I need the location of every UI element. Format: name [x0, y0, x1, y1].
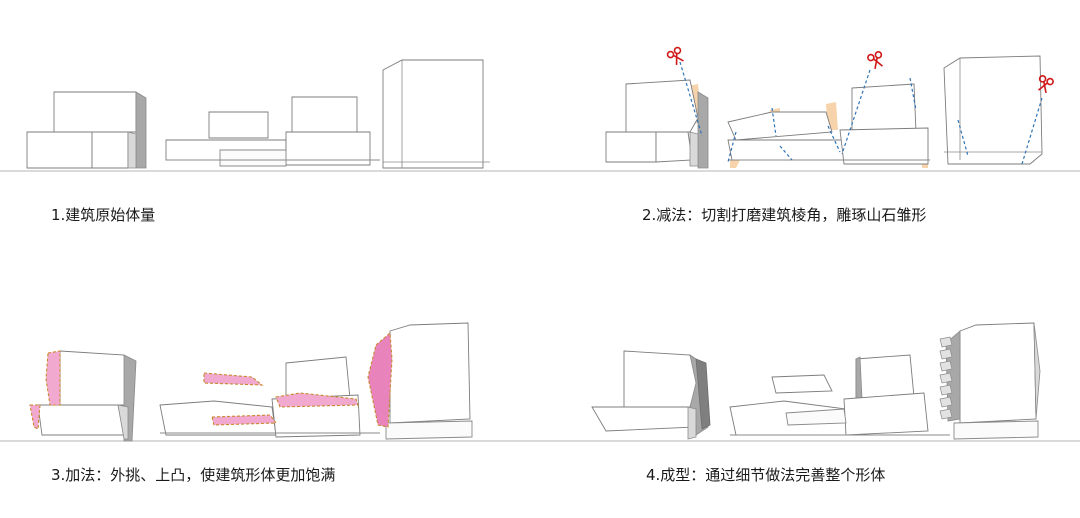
step-1-caption: 1.建筑原始体量	[51, 206, 156, 224]
step-3-diagram	[0, 322, 540, 442]
block-lower-left	[591, 406, 697, 432]
added-volume	[275, 392, 359, 408]
added-volume	[29, 404, 41, 430]
scissors-icon	[1038, 75, 1054, 94]
step-2-panel: 2.减法：切割打磨建筑棱角，雕琢山石雏形	[540, 0, 1080, 259]
block-upper-left	[53, 91, 137, 133]
scissors-icon	[867, 51, 883, 70]
block-lower-left	[26, 131, 93, 169]
tower-block	[382, 59, 484, 169]
facade-fins	[939, 336, 953, 420]
step-2-caption: 2.减法：切割打磨建筑棱角，雕琢山石雏形	[642, 206, 927, 224]
added-volume	[211, 414, 278, 426]
block-middle-cut	[727, 111, 833, 141]
step-3-panel: 3.加法：外挑、上凸，使建筑形体更加饱满	[0, 259, 540, 518]
block-upper-left	[625, 79, 699, 133]
added-volume	[45, 350, 61, 406]
tower-block	[389, 322, 471, 424]
added-volume	[367, 331, 393, 428]
step-4-diagram	[540, 322, 1080, 442]
block-upper-left	[59, 350, 133, 406]
step-1-panel: 1.建筑原始体量	[0, 0, 540, 259]
step-4-panel: 4.成型：通过细节做法完善整个形体	[540, 259, 1080, 518]
tower-block	[959, 322, 1037, 424]
scissors-icon	[666, 46, 684, 65]
step-3-caption: 3.加法：外挑、上凸，使建筑形体更加饱满	[51, 466, 336, 484]
block-upper-left	[623, 350, 699, 408]
step-2-diagram	[540, 46, 1080, 172]
step-4-caption: 4.成型：通过细节做法完善整个形体	[646, 466, 886, 484]
added-volume	[203, 372, 264, 386]
step-1-diagram	[0, 59, 540, 172]
block-middle-top	[208, 111, 269, 139]
